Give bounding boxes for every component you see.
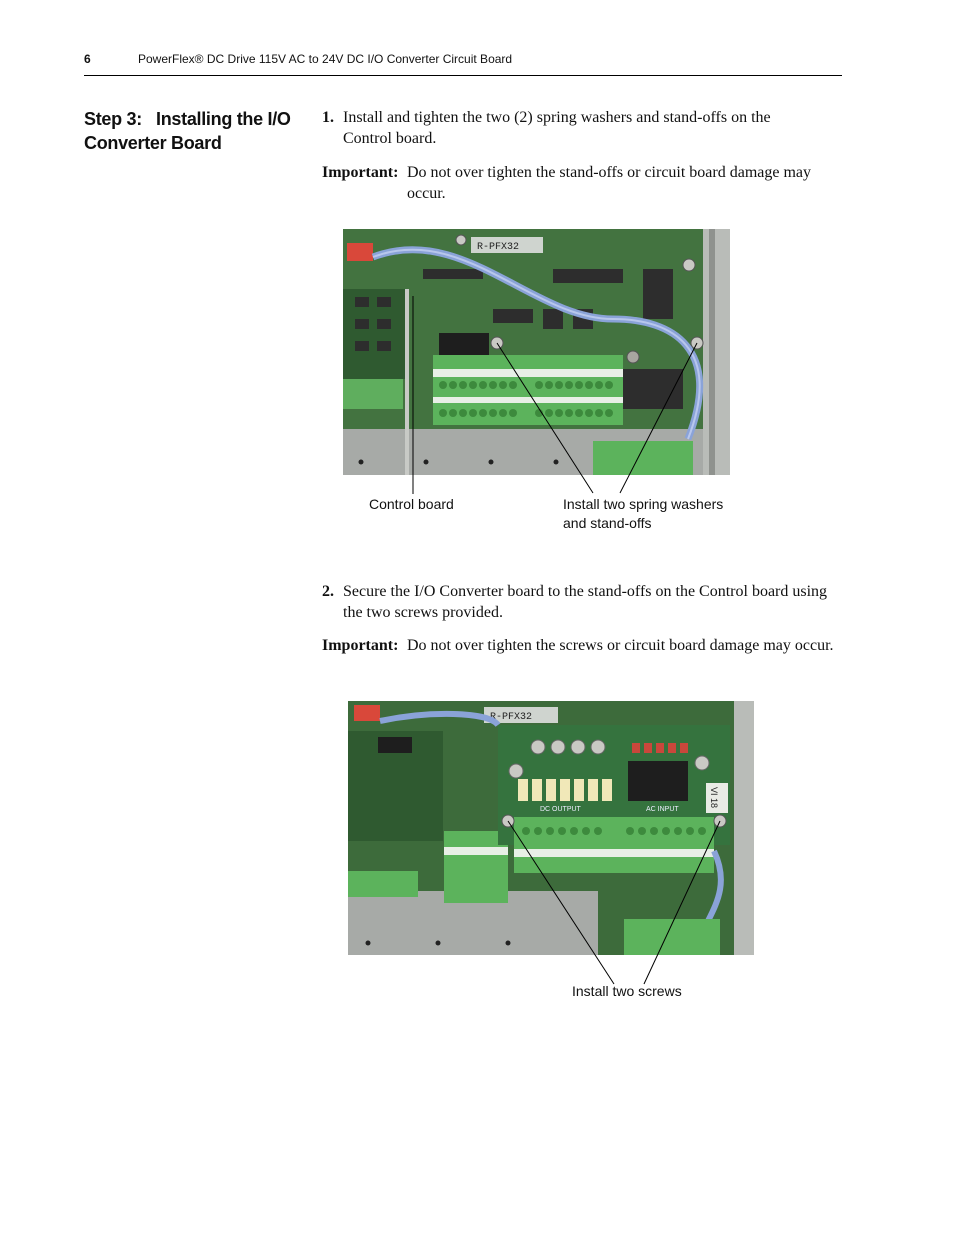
section-heading: Step 3: Installing the I/O Converter Boa… <box>84 107 304 155</box>
step-2-important-note: Important: Do not over tighten the screw… <box>322 635 842 656</box>
running-title: PowerFlex® DC Drive 115V AC to 24V DC I/… <box>138 52 513 66</box>
figure-2-board-label: R-PFX32 <box>490 712 532 723</box>
ac-input-label: AC INPUT <box>646 806 679 813</box>
caption-spring-washers-line1: Install two spring washers <box>563 496 724 512</box>
important-text: Do not over tighten the screws or circui… <box>407 637 834 654</box>
step-1-number: 1. <box>322 109 334 126</box>
important-label: Important: <box>322 637 399 654</box>
caption-spring-washers-line2: and stand-offs <box>563 515 652 531</box>
io-converter-board-photo: R-PFX32 VI 18 DC OUTPUT AC INPUT <box>348 701 754 955</box>
step-1: 1. Install and tighten the two (2) sprin… <box>322 107 822 149</box>
step-2-number: 2. <box>322 583 334 600</box>
figure-1-board-label: R-PFX32 <box>477 242 519 253</box>
step-2-text: Secure the I/O Converter board to the st… <box>343 583 828 621</box>
page-number: 6 <box>84 52 91 66</box>
step-2: 2. Secure the I/O Converter board to the… <box>322 581 832 623</box>
caption-spring-washers: Install two spring washers and stand-off… <box>563 495 723 533</box>
step-1-text: Install and tighten the two (2) spring w… <box>343 109 771 147</box>
control-board-photo: R-PFX32 <box>343 229 730 475</box>
header-rule <box>84 75 842 76</box>
section-heading-line1: Step 3: Installing the I/O <box>84 109 291 129</box>
important-label: Important: <box>322 164 399 181</box>
important-text: Do not over tighten the stand-offs or ci… <box>407 164 812 202</box>
caption-control-board: Control board <box>369 496 454 512</box>
section-heading-line2: Converter Board <box>84 133 222 153</box>
step-1-important-note: Important: Do not over tighten the stand… <box>322 162 842 204</box>
vi-label: VI 18 <box>709 787 719 808</box>
caption-install-screws: Install two screws <box>572 983 682 999</box>
dc-output-label: DC OUTPUT <box>540 806 582 813</box>
